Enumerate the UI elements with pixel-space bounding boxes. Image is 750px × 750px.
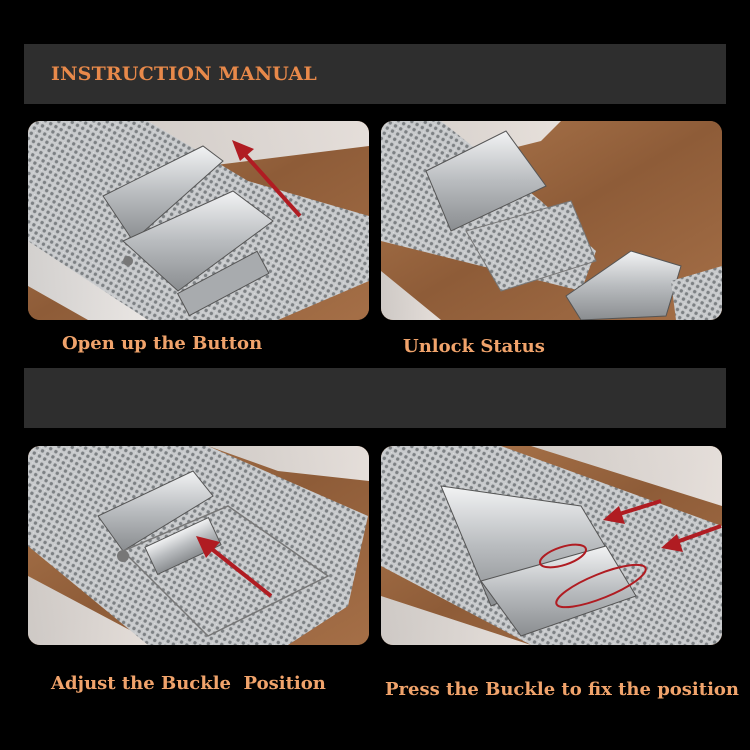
header-banner: INSTRUCTION MANUAL [24,44,726,104]
step-2-photo [381,121,722,320]
step-4-caption: Press the Buckle to fix the position [385,679,740,700]
step-3-photo [28,446,369,645]
step-4-photo [381,446,722,645]
page-title: INSTRUCTION MANUAL [51,63,317,85]
step-3-caption: Adjust the Buckle Position [51,673,326,694]
step-2-caption: Unlock Status [403,336,545,357]
step-1-caption: Open up the Button [62,333,263,354]
divider-banner [24,368,726,428]
step-1-photo [28,121,369,320]
